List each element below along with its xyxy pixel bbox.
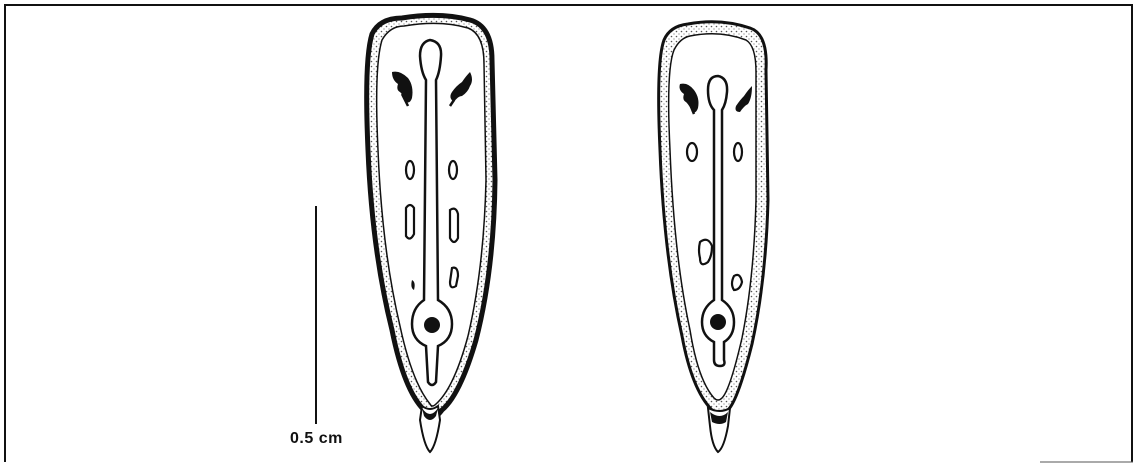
specimen-left-vacuole	[449, 161, 457, 179]
specimen-left-vacuole	[406, 205, 414, 239]
scale-bar-label: 0.5 cm	[290, 430, 343, 448]
specimen-right-vacuole	[687, 143, 697, 161]
specimen-left-tip	[420, 406, 440, 452]
specimen-left-vacuole	[450, 268, 458, 288]
specimen-right-nucleus	[710, 314, 726, 330]
specimen-right-vacuole	[699, 240, 712, 265]
specimen-left-vacuole	[406, 161, 414, 179]
specimen-right	[659, 22, 768, 452]
specimen-left-nucleus	[424, 317, 440, 333]
specimen-left-vacuole	[450, 209, 458, 242]
specimen-right-vacuole	[734, 143, 742, 161]
specimen-left	[367, 15, 495, 452]
specimen-right-vacuole	[732, 275, 742, 290]
